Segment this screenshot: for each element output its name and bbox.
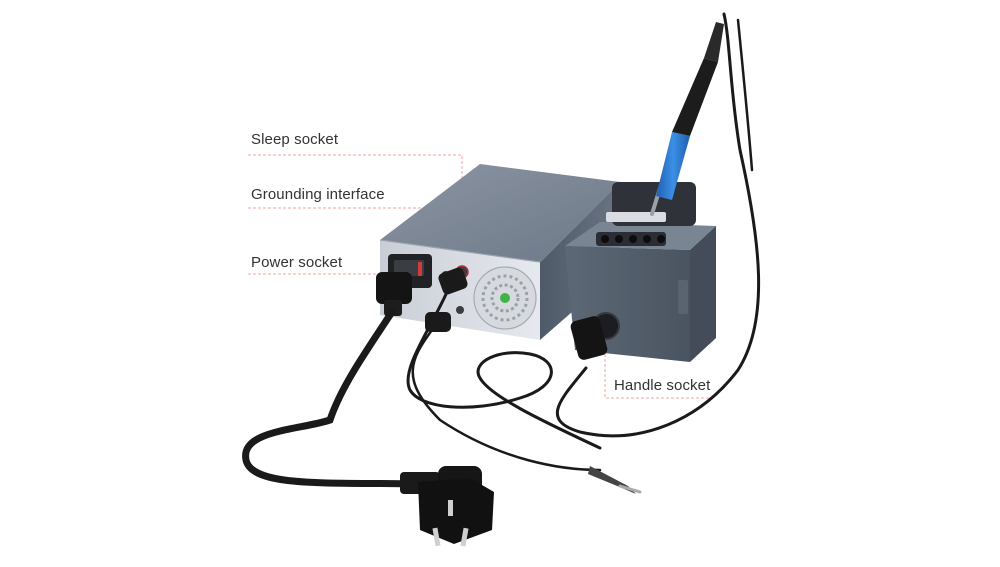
grounding-clip	[588, 466, 642, 494]
connectors	[376, 267, 468, 332]
fan-grille	[473, 266, 537, 330]
handle-cable	[556, 12, 761, 438]
plug-prong-3	[448, 500, 453, 516]
callout-grounding-interface: Grounding interface	[251, 186, 385, 203]
leader-line-handle	[598, 345, 712, 399]
callout-handle-socket: Handle socket	[614, 377, 711, 394]
callout-power-socket: Power socket	[251, 254, 343, 271]
callout-sleep-socket: Sleep socket	[251, 131, 339, 148]
handle-plug-connector	[570, 316, 608, 360]
aux-socket	[456, 306, 464, 314]
wall-plug	[400, 466, 494, 547]
plug-prong-1	[432, 527, 441, 547]
plug-prong-2	[460, 527, 469, 547]
ground-plug-connector	[425, 312, 451, 332]
cables	[242, 12, 761, 488]
power-cable	[242, 308, 424, 488]
stand-side	[690, 226, 716, 362]
soldering-iron	[650, 22, 724, 216]
sleep-cable	[406, 290, 602, 450]
power-plug-connector	[376, 272, 412, 304]
station-top	[380, 164, 620, 262]
fan-hub	[500, 293, 510, 303]
sleep-plug-connector	[438, 267, 468, 295]
ground-cable	[411, 328, 602, 472]
iron-handle-rear	[672, 58, 718, 136]
iron-grip	[656, 132, 690, 200]
